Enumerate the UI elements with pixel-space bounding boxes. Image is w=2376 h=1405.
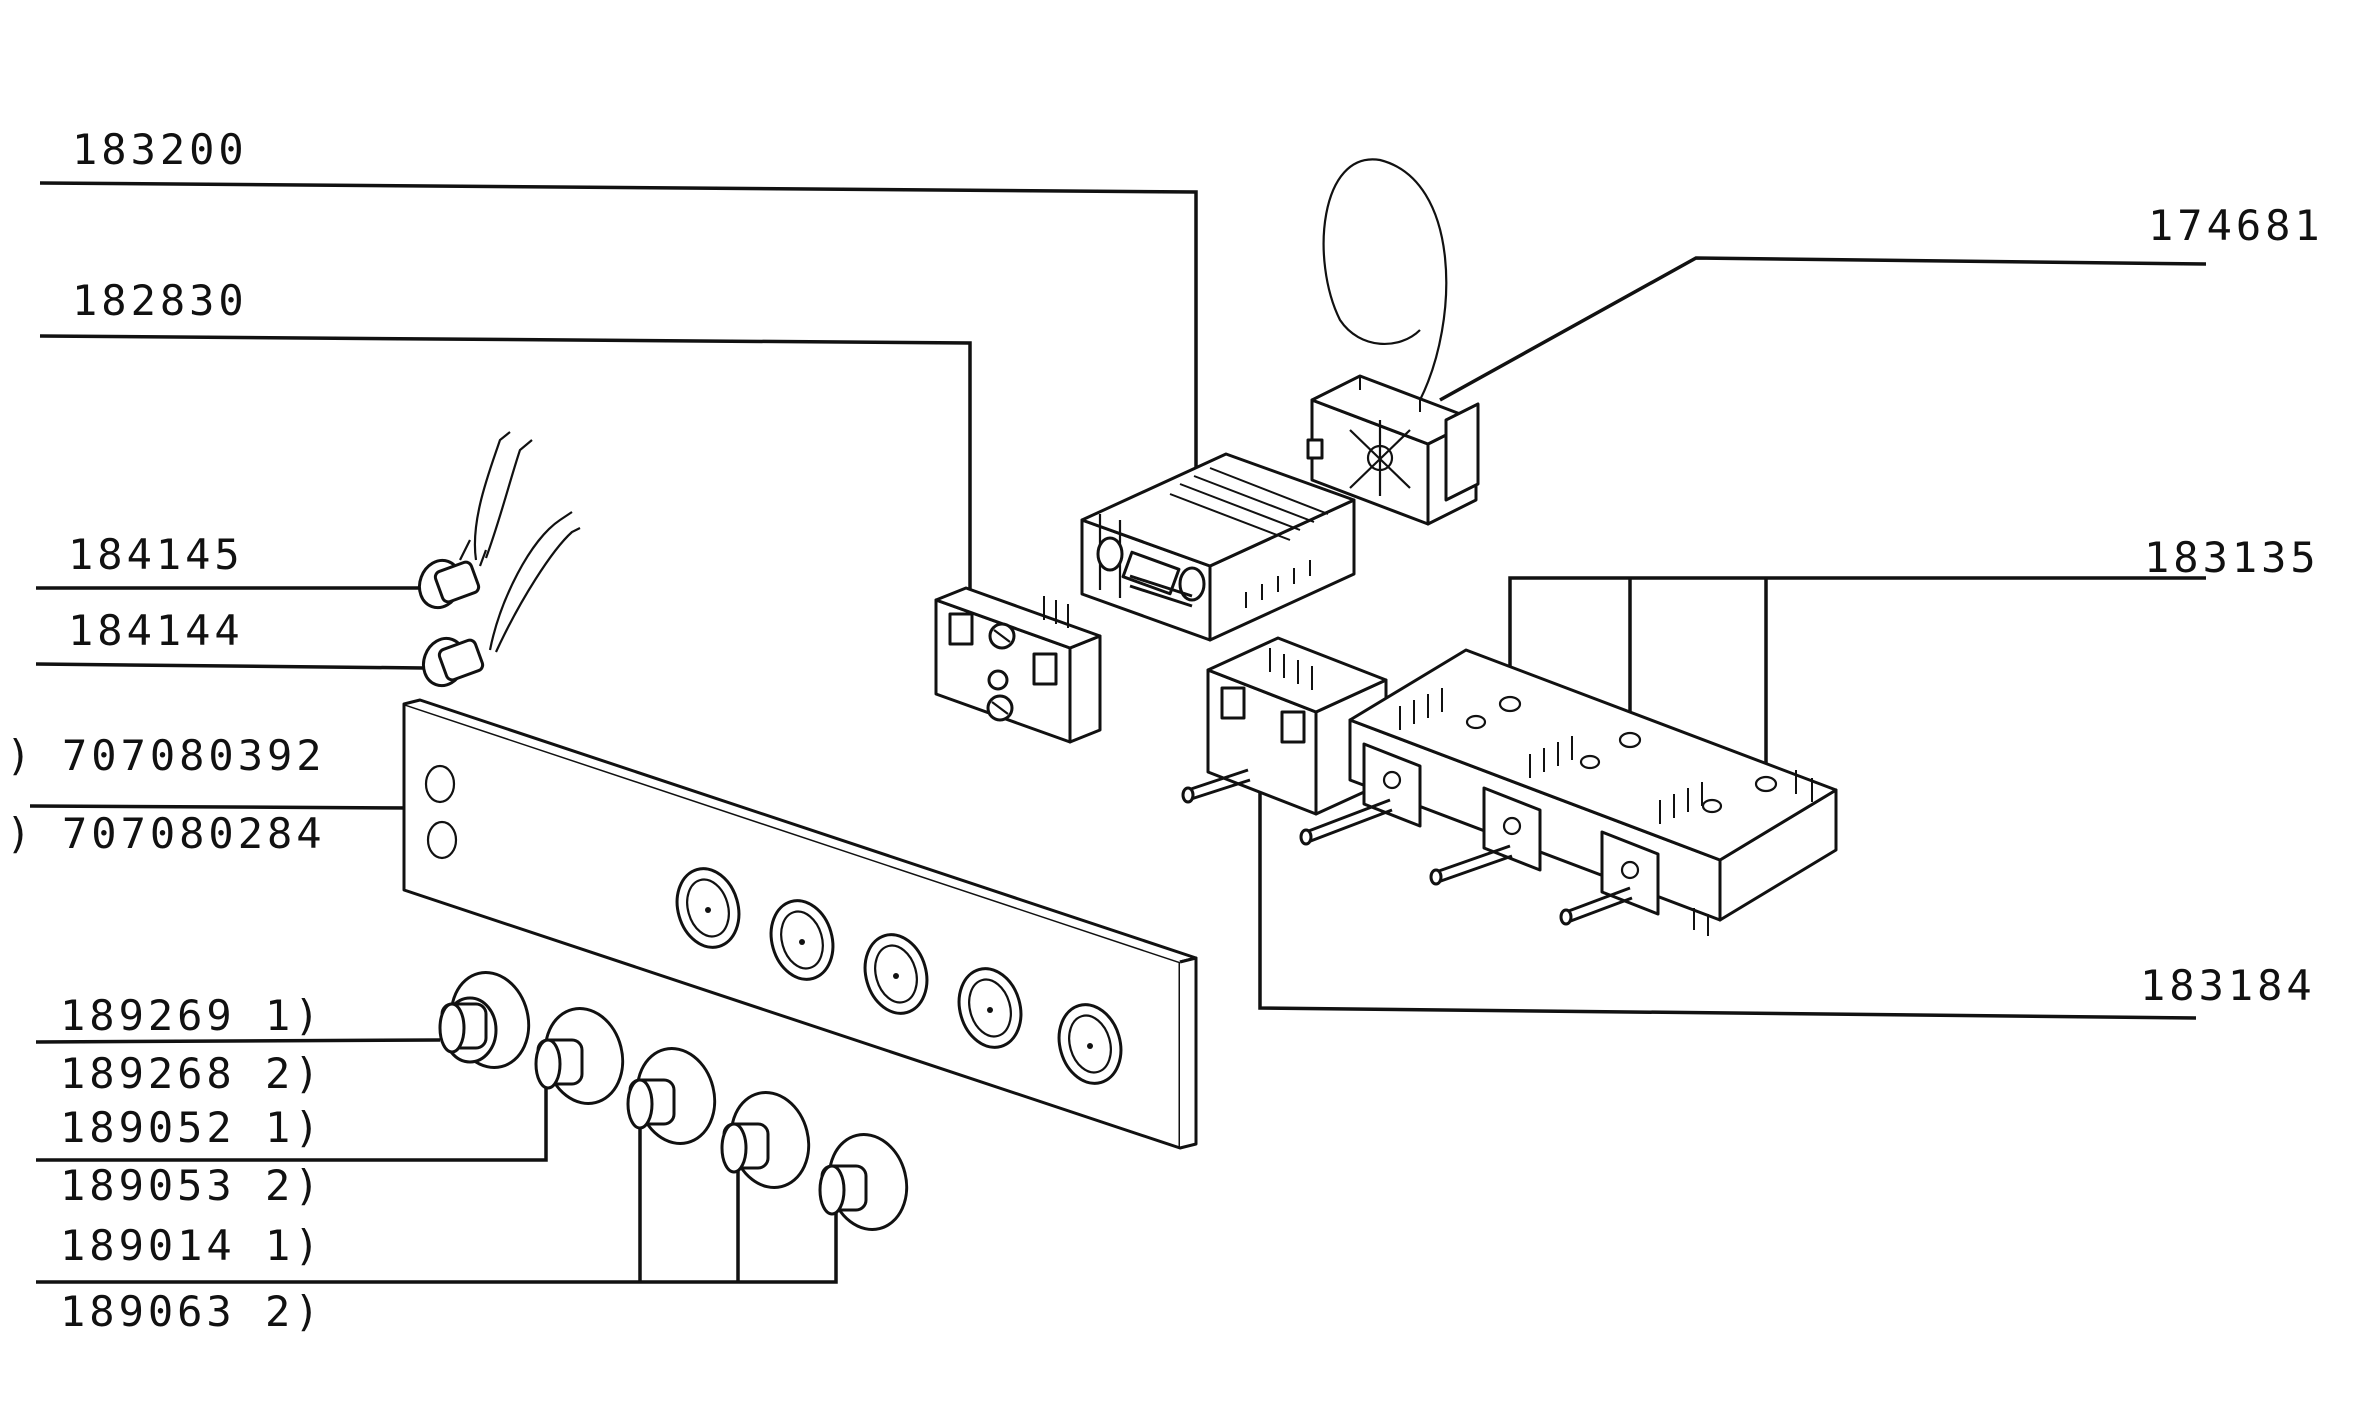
label-183200: 183200 xyxy=(72,125,248,174)
label-707080284: 707080284 xyxy=(62,809,326,858)
label-184144: 184144 xyxy=(68,606,244,655)
switch-bank-183135 xyxy=(1299,648,1838,936)
leader-lines xyxy=(29,181,2207,1284)
switch-174681 xyxy=(1306,158,1480,526)
control-knobs xyxy=(438,971,909,1231)
label-707080392: 707080392 xyxy=(62,731,326,780)
label-189063: 189063 2) xyxy=(60,1287,324,1336)
label-189052: 189052 1) xyxy=(60,1103,324,1152)
footnote-mark-2: ) xyxy=(6,809,35,858)
regulator-183200 xyxy=(1080,452,1356,642)
knob-5 xyxy=(818,1133,909,1231)
footnote-mark-1: ) xyxy=(6,731,35,780)
label-189268: 189268 2) xyxy=(60,1049,324,1098)
label-183184: 183184 xyxy=(2140,961,2316,1010)
indicator-lamps xyxy=(417,431,581,688)
knob-2 xyxy=(534,1007,625,1105)
thermostat-182830 xyxy=(934,586,1102,744)
label-174681: 174681 xyxy=(2148,201,2324,250)
label-189269: 189269 1) xyxy=(60,991,324,1040)
label-184145: 184145 xyxy=(68,530,244,579)
label-183135: 183135 xyxy=(2144,533,2320,582)
knob-3 xyxy=(626,1047,717,1145)
label-189014: 189014 1) xyxy=(60,1221,324,1270)
knob-4 xyxy=(720,1091,811,1189)
knob-1 xyxy=(438,971,531,1069)
label-189053: 189053 2) xyxy=(60,1161,324,1210)
control-panel-plate xyxy=(402,698,1198,1150)
label-182830: 182830 xyxy=(72,276,248,325)
